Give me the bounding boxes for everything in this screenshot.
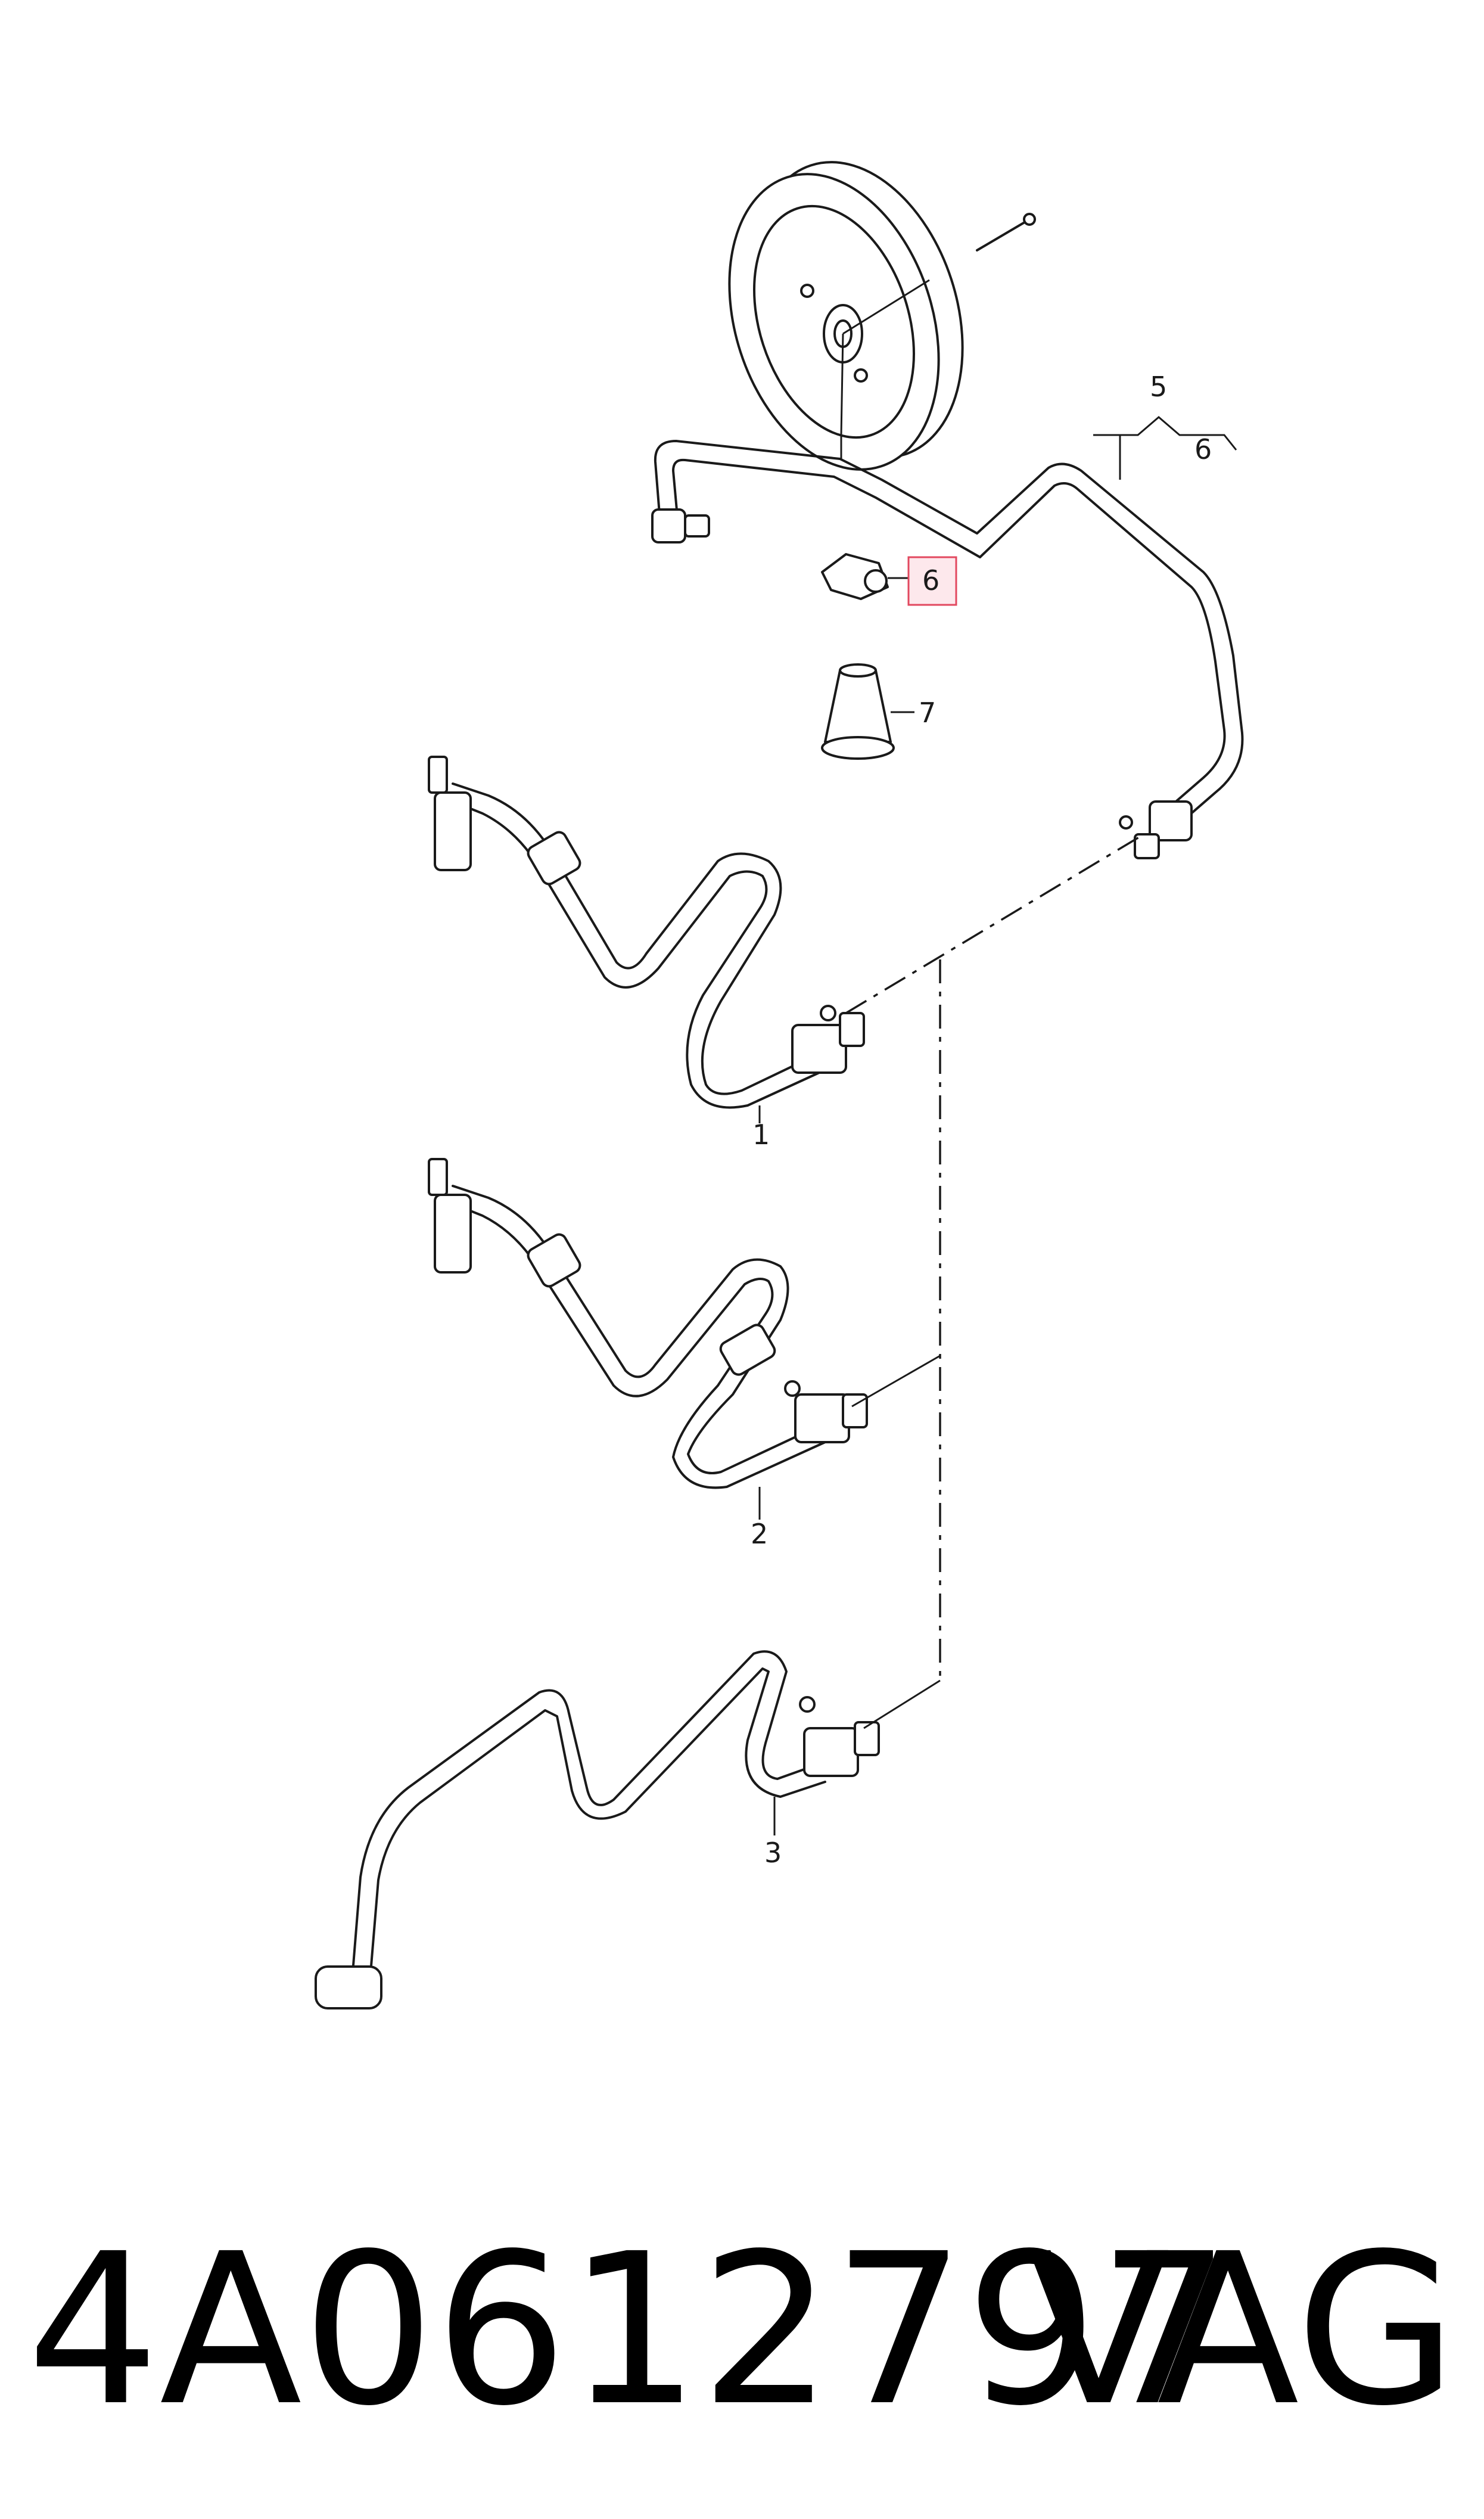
assembly-lines <box>845 833 1144 1729</box>
vacuum-hose-2 <box>428 1158 868 1489</box>
callout-2: 2 <box>751 1518 768 1550</box>
hose-clip <box>821 553 889 600</box>
callout-7: 7 <box>919 697 936 729</box>
brake-booster <box>728 161 1036 471</box>
vacuum-hose-1 <box>428 756 865 1109</box>
parts-diagram: 1 2 3 5 6 6 7 <box>315 161 1244 2009</box>
callout-1: 1 <box>752 1119 770 1151</box>
part-number: 4A0612797 <box>27 2209 1231 2452</box>
footer: 4A0612797 VAG <box>0 2205 1484 2455</box>
callout-6-highlighted: 6 <box>922 564 939 597</box>
leader-lines <box>758 416 1237 1835</box>
brand-name: VAG <box>1027 2209 1457 2452</box>
vacuum-hose-3 <box>315 1650 880 2009</box>
callout-6-group: 6 <box>1194 433 1212 465</box>
callout-5: 5 <box>1150 371 1167 403</box>
rubber-sleeve <box>821 663 895 760</box>
vacuum-line-upper <box>651 440 1244 859</box>
highlight-box <box>907 556 957 606</box>
callout-3: 3 <box>764 1837 782 1869</box>
